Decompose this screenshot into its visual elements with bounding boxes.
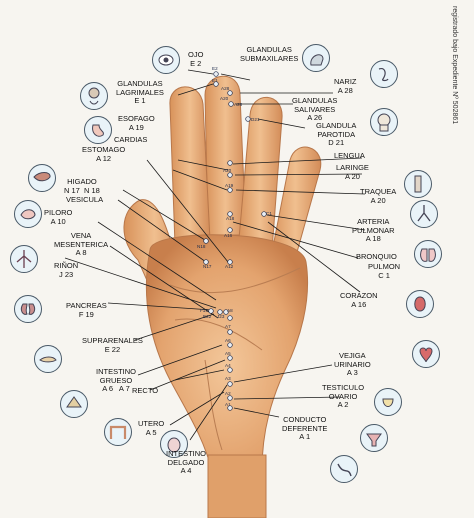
label-bronquio: BRONQUIO <box>356 252 397 261</box>
label-cardias: CARDIAS <box>114 135 148 144</box>
lung-icon <box>406 290 434 318</box>
point-code: E2 <box>212 66 218 71</box>
large-intestine-icon <box>104 418 132 446</box>
acupoint-dots <box>203 71 267 411</box>
label-vesicula: VESICULA <box>66 195 104 204</box>
point-code: A8 <box>227 308 233 313</box>
point-code: E1 <box>212 78 218 83</box>
registration-note: registrado bajo Expediente Nº 502861 <box>451 6 458 125</box>
lacrimal-glands-icon <box>80 82 108 110</box>
bladder-icon <box>374 388 402 416</box>
larynx-icon <box>404 170 432 198</box>
point-code: A7 <box>225 324 231 329</box>
point-code: N18 <box>197 244 206 249</box>
nose-icon <box>370 60 398 88</box>
parotid-head-icon <box>370 108 398 136</box>
uterus-icon <box>360 424 388 452</box>
point-code: A20 <box>220 96 229 101</box>
pancreas-icon <box>34 345 62 373</box>
point-code: J23 <box>217 314 225 319</box>
testicle-icon <box>160 430 188 458</box>
stomach-icon <box>84 116 112 144</box>
adrenal-icon <box>60 390 88 418</box>
point-code: C1 <box>266 211 272 216</box>
kidney-icon <box>14 295 42 323</box>
point-code: A19 <box>225 183 234 188</box>
pylorus-icon <box>14 200 42 228</box>
point-code: A6 <box>225 338 231 343</box>
point-code: A1 <box>225 402 231 407</box>
point-code: A28 <box>221 86 230 91</box>
bronchus-icon <box>414 240 442 268</box>
point-code: N17 <box>203 264 212 269</box>
point-code: A20 <box>223 168 232 173</box>
finger-ring <box>237 96 283 251</box>
finger-index <box>169 86 211 246</box>
salivary-glands-icon <box>302 44 330 72</box>
label-lengua: LENGUA <box>334 151 365 160</box>
point-code: F19 <box>200 308 208 313</box>
point-code: E22 <box>203 314 212 319</box>
wrist <box>207 454 267 518</box>
label-recto: RECTO <box>132 386 159 395</box>
heart-icon <box>412 340 440 368</box>
point-code: A4 <box>225 363 231 368</box>
finger-little <box>269 146 322 271</box>
liver-icon <box>28 164 56 192</box>
trachea-icon <box>410 200 438 228</box>
point-code: A5 <box>225 351 231 356</box>
point-code: A16 <box>224 233 233 238</box>
point-code: A12 <box>225 264 234 269</box>
point-code: A2 <box>225 391 231 396</box>
point-code: D21 <box>251 117 260 122</box>
leader-lines <box>64 69 366 441</box>
mesenteric-vein-icon <box>10 245 38 273</box>
palm <box>145 234 309 473</box>
point-code: A3 <box>225 376 231 381</box>
deferent-duct-icon <box>330 455 358 483</box>
eye-organ-icon <box>152 46 180 74</box>
point-code: A26 <box>234 102 243 107</box>
point-code: A18 <box>226 216 235 221</box>
